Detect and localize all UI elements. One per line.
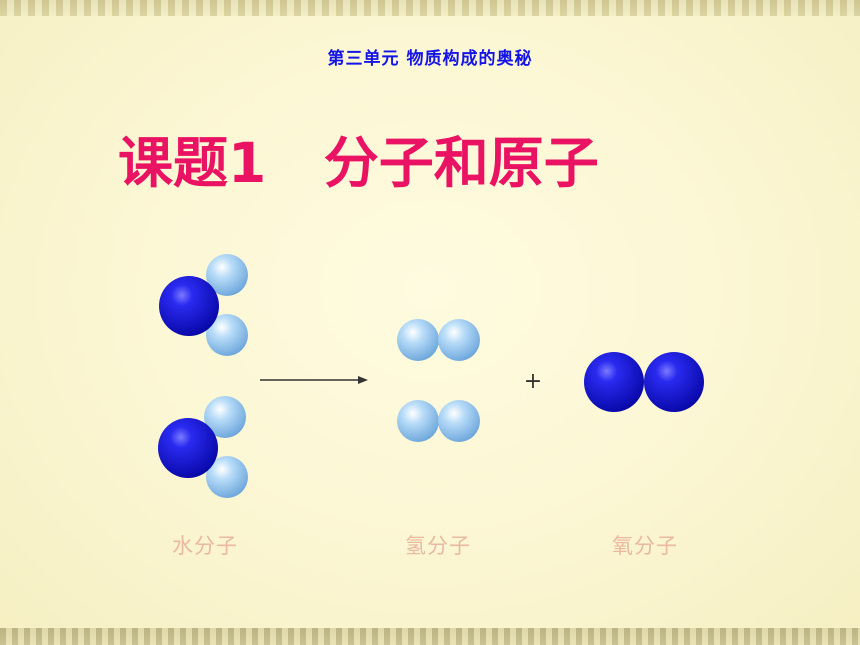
hydrogen-molecule-label: 氢分子 — [405, 534, 471, 558]
oxygen-atom — [159, 276, 219, 336]
oxygen-atom — [584, 352, 644, 412]
lesson-title: 课题1 分子和原子 — [118, 131, 599, 195]
hydrogen-atom — [204, 396, 246, 438]
hydrogen-molecule-1 — [397, 319, 480, 361]
oxygen-molecule — [584, 352, 704, 412]
water-molecule-2 — [158, 396, 248, 498]
hydrogen-atom — [438, 400, 480, 442]
oxygen-molecule-label: 氧分子 — [612, 534, 678, 558]
hydrogen-molecule-2 — [397, 400, 480, 442]
hydrogen-atom — [438, 319, 480, 361]
plus-sign: + — [524, 369, 542, 394]
hydrogen-atom — [397, 319, 439, 361]
hydrogen-atom — [206, 314, 248, 356]
oxygen-atom — [158, 418, 218, 478]
reaction-arrow — [260, 376, 368, 384]
water-molecule-1 — [159, 254, 248, 356]
oxygen-atom — [644, 352, 704, 412]
hydrogen-atom — [397, 400, 439, 442]
hydrogen-atom — [206, 456, 248, 498]
hydrogen-atom — [206, 254, 248, 296]
bottom-decorative-border — [0, 628, 860, 645]
top-decorative-border — [0, 0, 860, 16]
unit-title: 第三单元 物质构成的奥秘 — [327, 49, 533, 69]
water-molecule-label: 水分子 — [172, 534, 238, 558]
